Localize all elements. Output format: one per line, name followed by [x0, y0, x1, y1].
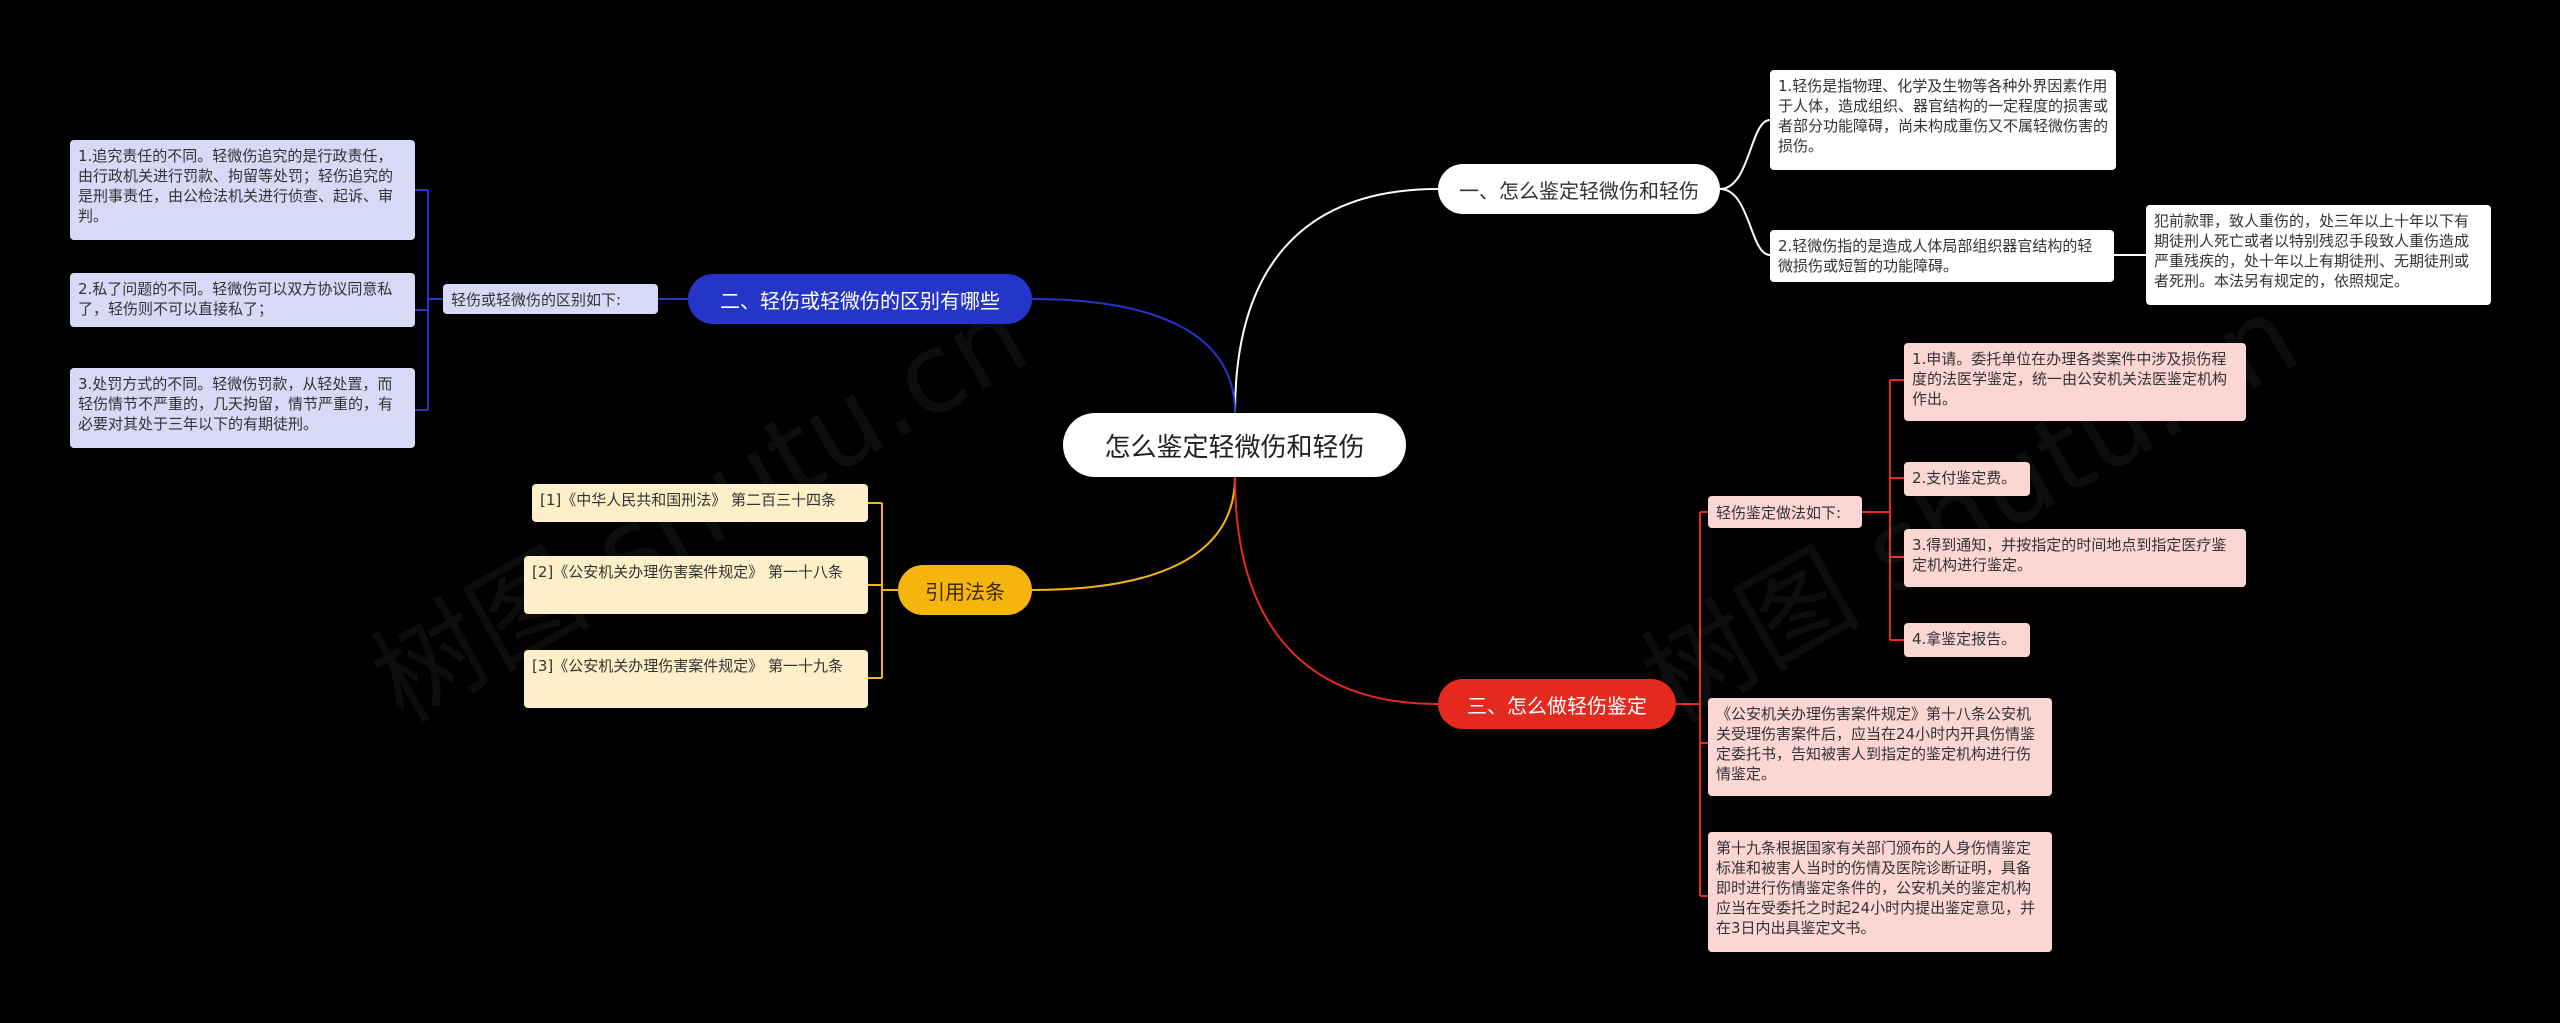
branch2-item-3[interactable]: 3.处罚方式的不同。轻微伤罚款，从轻处置，而轻伤情节不严重的，几天拘留，情节严重…: [70, 368, 415, 448]
branch-cited-laws[interactable]: 引用法条: [898, 565, 1032, 615]
appraisal-step-1[interactable]: 1.申请。委托单位在办理各类案件中涉及损伤程度的法医学鉴定，统一由公安机关法医鉴…: [1904, 343, 2246, 421]
branch2-item-1[interactable]: 1.追究责任的不同。轻微伤追究的是行政责任，由行政机关进行罚款、拘留等处罚；轻伤…: [70, 140, 415, 240]
branch-how-to-appraise[interactable]: 三、怎么做轻伤鉴定: [1438, 679, 1676, 729]
link-root-branch3: [1031, 476, 1236, 591]
branch2-item-2[interactable]: 2.私了问题的不同。轻微伤可以双方协议同意私了，轻伤则不可以直接私了；: [70, 273, 415, 327]
link-root-branch2: [1031, 298, 1236, 414]
link-b2-bracket: [415, 189, 443, 411]
law-citation-2[interactable]: [2]《公安机关办理伤害案件规定》 第一十八条: [524, 556, 868, 614]
branch4-label[interactable]: 轻伤鉴定做法如下:: [1708, 496, 1862, 528]
appraisal-step-3[interactable]: 3.得到通知，并按指定的时间地点到指定医疗鉴定机构进行鉴定。: [1904, 529, 2246, 587]
law-citation-1[interactable]: [1]《中华人民共和国刑法》 第二百三十四条: [532, 484, 868, 522]
branch-differences[interactable]: 二、轻伤或轻微伤的区别有哪些: [688, 274, 1032, 324]
link-b1-item2: [1719, 188, 1771, 256]
branch2-label[interactable]: 轻伤或轻微伤的区别如下:: [443, 284, 658, 314]
appraisal-step-4[interactable]: 4.拿鉴定报告。: [1904, 623, 2030, 657]
branch4-item-rule18[interactable]: 《公安机关办理伤害案件规定》第十八条公安机关受理伤害案件后，应当在24小时内开具…: [1708, 698, 2052, 796]
link-root-branch1: [1234, 188, 1439, 414]
link-b1-item1: [1719, 119, 1771, 190]
root-topic[interactable]: 怎么鉴定轻微伤和轻伤: [1063, 413, 1406, 477]
link-b4-branches: [1700, 511, 1708, 897]
branch4-item-rule19[interactable]: 第十九条根据国家有关部门颁布的人身伤情鉴定标准和被害人当时的伤情及医院诊断证明，…: [1708, 832, 2052, 952]
link-b3-bracket: [868, 502, 898, 679]
branch-how-to-identify[interactable]: 一、怎么鉴定轻微伤和轻伤: [1438, 164, 1720, 214]
law-citation-3[interactable]: [3]《公安机关办理伤害案件规定》 第一十九条: [524, 650, 868, 708]
branch1-note[interactable]: 犯前款罪，致人重伤的，处三年以上十年以下有期徒刑人死亡或者以特别残忍手段致人重伤…: [2146, 205, 2491, 305]
branch1-item-2[interactable]: 2.轻微伤指的是造成人体局部组织器官结构的轻微损伤或短暂的功能障碍。: [1770, 230, 2114, 282]
branch1-item-1[interactable]: 1.轻伤是指物理、化学及生物等各种外界因素作用于人体，造成组织、器官结构的一定程…: [1770, 70, 2116, 170]
link-b4-steps: [1862, 379, 1904, 641]
link-root-branch4: [1234, 476, 1439, 705]
appraisal-step-2[interactable]: 2.支付鉴定费。: [1904, 462, 2030, 496]
